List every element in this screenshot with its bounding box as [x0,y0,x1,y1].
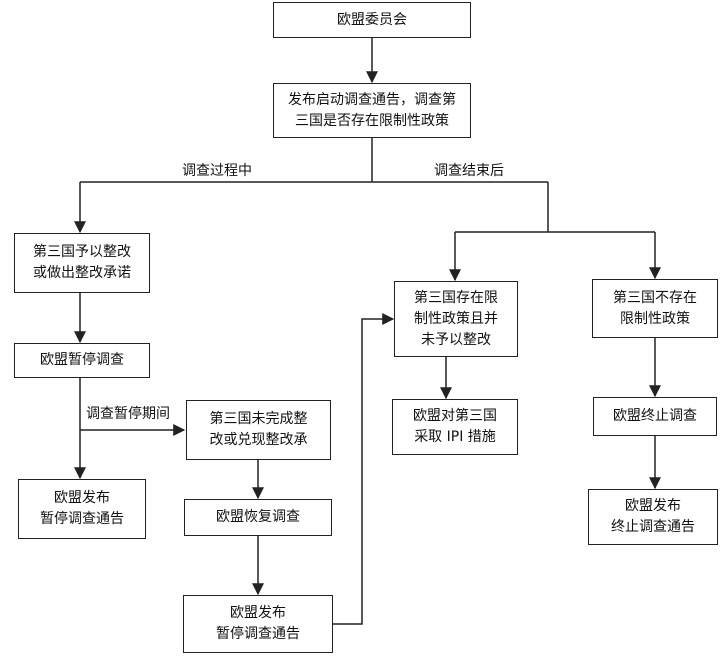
node-third-country-rectify-text: 第三国予以整改 或做出整改承诺 [33,244,131,281]
node-third-country-not-complete: 第三国未完成整 改或兑现整改承 [186,400,331,460]
node-third-country-restrictive-not-rectified-text: 第三国存在限 制性政策且并 未予以整改 [414,289,498,348]
edge-label-during-investigation: 调查过程中 [182,163,252,179]
node-eu-publish-suspension-notice-text: 欧盟发布 暂停调查通告 [40,490,124,527]
node-eu-resume-investigation-text: 欧盟恢复调查 [216,509,300,525]
node-third-country-restrictive-not-rectified: 第三国存在限 制性政策且并 未予以整改 [394,281,518,357]
node-third-country-no-restrictive-text: 第三国不存在 限制性政策 [613,289,697,327]
node-eu-commission: 欧盟委员会 [273,2,471,38]
node-eu-publish-termination-notice: 欧盟发布 终止调查通告 [588,489,718,545]
node-eu-take-ipi-measures: 欧盟对第三国 采取 IPI 措施 [392,399,518,455]
edge-label-after-investigation: 调查结束后 [434,163,504,179]
node-eu-terminate-investigation: 欧盟终止调查 [593,397,717,436]
node-third-country-rectify: 第三国予以整改 或做出整改承诺 [14,233,150,293]
node-eu-publish-suspension-notice-2: 欧盟发布 暂停调查通告 [183,595,333,653]
node-eu-resume-investigation: 欧盟恢复调查 [184,499,332,536]
node-eu-terminate-investigation-text: 欧盟终止调查 [613,408,697,424]
node-third-country-not-complete-text: 第三国未完成整 改或兑现整改承 [209,411,308,448]
node-eu-commission-text: 欧盟委员会 [337,11,407,28]
node-eu-suspend-investigation: 欧盟暂停调查 [14,343,150,378]
node-eu-publish-suspension-notice: 欧盟发布 暂停调查通告 [18,479,146,539]
node-eu-suspend-investigation-text: 欧盟暂停调查 [40,352,124,368]
node-third-country-no-restrictive: 第三国不存在 限制性政策 [592,279,718,338]
node-initiate-investigation: 发布启动调查通告，调查第 三国是否存在限制性政策 [273,83,471,138]
node-eu-publish-suspension-notice-2-text: 欧盟发布 暂停调查通告 [216,605,300,642]
node-eu-publish-termination-notice-text: 欧盟发布 终止调查通告 [611,498,695,535]
edge-label-suspension-period: 调查暂停期间 [86,406,170,422]
node-eu-take-ipi-measures-text: 欧盟对第三国 采取 IPI 措施 [413,408,497,445]
node-initiate-investigation-text: 发布启动调查通告，调查第 三国是否存在限制性政策 [288,91,456,129]
connector-notice2-to-restrictive [333,313,395,625]
